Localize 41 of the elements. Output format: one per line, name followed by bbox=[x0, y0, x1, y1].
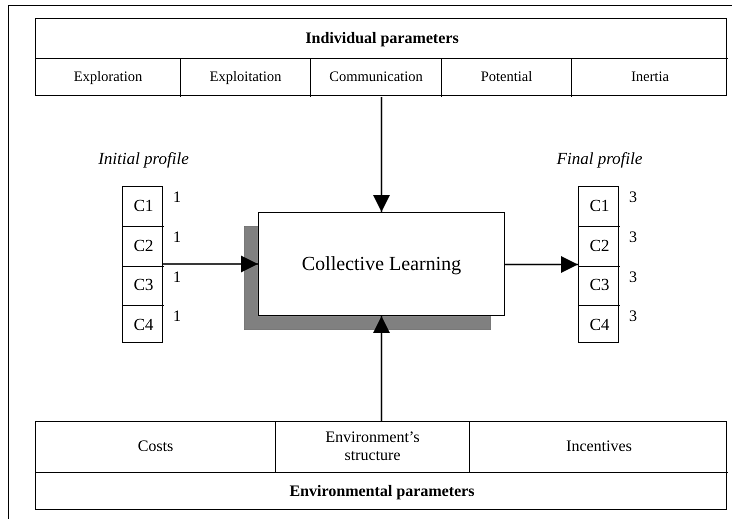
process-label: Collective Learning bbox=[302, 253, 462, 275]
parameter-label: Incentives bbox=[566, 438, 632, 456]
arrow bbox=[373, 316, 390, 422]
parameter-panel bbox=[35, 421, 727, 510]
profile-heading: Final profile bbox=[556, 148, 644, 170]
parameter-panel bbox=[35, 18, 727, 96]
parameter-cell bbox=[275, 422, 469, 473]
criterion-label: C3 bbox=[134, 276, 154, 295]
criterion-label: C1 bbox=[134, 197, 154, 216]
arrow bbox=[163, 256, 258, 272]
score-value: 1 bbox=[173, 268, 181, 286]
parameter-cell bbox=[180, 58, 310, 97]
score-value: 3 bbox=[629, 308, 637, 326]
criterion-label: C4 bbox=[134, 316, 154, 334]
parameter-label: Communication bbox=[329, 70, 423, 86]
panel-heading: Environmental parameters bbox=[288, 482, 476, 502]
parameter-label: Potential bbox=[480, 70, 532, 86]
parameter-label: Exploration bbox=[74, 70, 142, 86]
criterion-label: C3 bbox=[590, 276, 610, 295]
parameter-label: Environment’s structure bbox=[324, 429, 421, 465]
score-value: 1 bbox=[173, 308, 181, 326]
parameter-label: Inertia bbox=[631, 70, 669, 86]
score-value: 1 bbox=[173, 229, 181, 247]
criterion-label: C2 bbox=[590, 237, 610, 256]
profile-heading: Initial profile bbox=[97, 148, 190, 170]
parameter-cell bbox=[441, 58, 571, 97]
arrow bbox=[373, 97, 390, 212]
criterion-label: C1 bbox=[590, 197, 610, 216]
parameter-label: Exploitation bbox=[210, 70, 282, 86]
score-value: 3 bbox=[629, 268, 637, 286]
arrow bbox=[505, 256, 578, 273]
parameter-cell bbox=[310, 58, 441, 97]
parameter-label: Costs bbox=[138, 438, 174, 456]
parameter-cell bbox=[469, 422, 728, 473]
parameter-cell bbox=[571, 58, 728, 97]
criterion-label: C4 bbox=[590, 316, 610, 334]
score-value: 3 bbox=[629, 229, 637, 247]
score-value: 1 bbox=[173, 189, 181, 207]
panel-heading: Individual parameters bbox=[304, 28, 460, 49]
score-value: 3 bbox=[629, 189, 637, 207]
criterion-label: C2 bbox=[134, 237, 154, 256]
